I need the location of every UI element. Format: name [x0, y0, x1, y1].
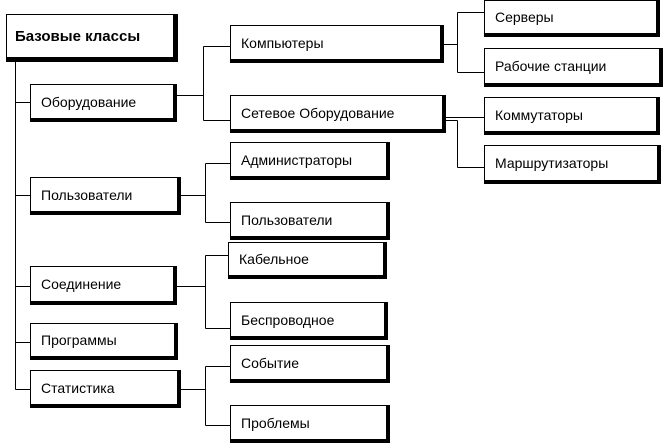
- node-setevoe-oborudovanie: Сетевое Оборудование: [230, 95, 446, 133]
- node-sobytie: Событие: [230, 345, 390, 383]
- node-servery: Серверы: [484, 0, 660, 37]
- root-node: Базовые классы: [6, 14, 178, 62]
- category-programmy: Программы: [30, 323, 178, 360]
- node-kommutatory: Коммутаторы: [484, 97, 660, 135]
- node-kabelnoe: Кабельное: [228, 242, 387, 279]
- category-soedinenie: Соединение: [30, 266, 177, 305]
- node-kompyutery: Компьютеры: [230, 25, 444, 63]
- node-rabochie-stantsii: Рабочие станции: [484, 48, 663, 87]
- category-statistika: Статистика: [30, 370, 181, 408]
- category-polzovateli: Пользователи: [30, 177, 181, 215]
- node-administratory: Администраторы: [230, 142, 390, 180]
- category-oborudovanie: Оборудование: [30, 84, 177, 122]
- node-polzovateli-sub: Пользователи: [230, 202, 390, 240]
- node-problemy: Проблемы: [230, 405, 390, 443]
- node-besprovodnoe: Беспроводное: [230, 302, 388, 340]
- node-marshrutizatory: Маршрутизаторы: [484, 145, 661, 184]
